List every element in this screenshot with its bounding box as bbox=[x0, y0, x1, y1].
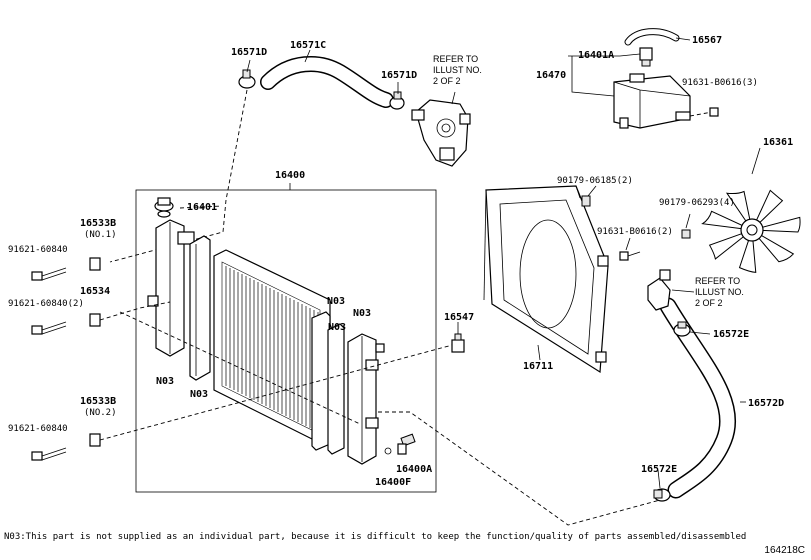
label-16571D-left: 16571D bbox=[231, 47, 268, 58]
bolt-91631-B0616-shroud bbox=[619, 251, 641, 261]
left-tank-gasket bbox=[189, 235, 211, 381]
thermostat-housing bbox=[411, 91, 471, 167]
label-16533B-no2: 16533B bbox=[80, 396, 117, 407]
fan-shroud-16711 bbox=[483, 185, 609, 374]
label-N03-a: N03 bbox=[156, 376, 175, 387]
footer-note: N03:This part is not supplied as an indi… bbox=[4, 532, 747, 542]
drain-o-ring-16400F bbox=[384, 447, 392, 455]
label-16400: 16400 bbox=[275, 170, 306, 181]
label-16533B-no1-sub: (NO.1) bbox=[84, 230, 117, 240]
label-N03-d: N03 bbox=[353, 308, 372, 319]
hose-clamp-16571D-left bbox=[238, 69, 256, 89]
bolt-91621-60840-c bbox=[31, 447, 67, 461]
label-16470: 16470 bbox=[536, 70, 567, 81]
label-91621-60840-2: 91621-60840(2) bbox=[8, 299, 84, 309]
bolt-91631-B0616-reservoir bbox=[709, 107, 719, 117]
bushing-16533B-no2 bbox=[89, 433, 101, 447]
label-16401: 16401 bbox=[187, 202, 218, 213]
plug-16547 bbox=[451, 333, 465, 353]
label-91621-60840-a: 91621-60840 bbox=[8, 245, 68, 255]
hose-clamp-16571D-right bbox=[389, 91, 405, 110]
drain-cock-16400A bbox=[397, 433, 416, 455]
cooling-fan-16361 bbox=[701, 189, 801, 273]
radiator-core bbox=[213, 249, 331, 443]
radiator-left-tank bbox=[147, 219, 195, 357]
label-16400F: 16400F bbox=[375, 477, 412, 488]
clip-90179-06185 bbox=[581, 195, 591, 207]
radiator-assembly-frame bbox=[135, 189, 437, 493]
label-16572D: 16572D bbox=[748, 398, 785, 409]
label-91631-B0616-2: 91631-B0616(2) bbox=[597, 227, 673, 237]
label-16534: 16534 bbox=[80, 286, 111, 297]
label-N03-c: N03 bbox=[327, 296, 346, 307]
label-16572E-lower: 16572E bbox=[641, 464, 678, 475]
reservoir-cap-16401A bbox=[639, 47, 653, 67]
label-16567: 16567 bbox=[692, 35, 723, 46]
nut-90179-06293 bbox=[681, 229, 691, 239]
label-N03-b: N03 bbox=[190, 389, 209, 400]
radiator-cap-16401 bbox=[154, 197, 174, 218]
lower-hose-16572D bbox=[659, 297, 737, 499]
bushing-16534 bbox=[89, 313, 101, 327]
label-90179-06185-2: 90179-06185(2) bbox=[557, 176, 633, 186]
radiator-right-tank bbox=[347, 333, 385, 465]
label-90179-06293-4: 90179-06293(4) bbox=[659, 198, 735, 208]
label-16533B-no2-sub: (NO.2) bbox=[84, 408, 117, 418]
bushing-16533B-no1 bbox=[89, 257, 101, 271]
bolt-91621-60840-b bbox=[31, 321, 67, 335]
bolt-91621-60840-a bbox=[31, 267, 67, 281]
label-16401A: 16401A bbox=[578, 50, 615, 61]
label-N03-e: N03 bbox=[328, 322, 347, 333]
label-16571D-right: 16571D bbox=[381, 70, 418, 81]
hose-clamp-16572E-lower bbox=[653, 488, 671, 502]
reservoir-tank-16470 bbox=[613, 73, 691, 129]
drawing-code: 164218C bbox=[764, 545, 805, 556]
label-16400A: 16400A bbox=[396, 464, 433, 475]
label-16361: 16361 bbox=[763, 137, 794, 148]
label-16533B-no1: 16533B bbox=[80, 218, 117, 229]
label-91621-60840-c: 91621-60840 bbox=[8, 424, 68, 434]
label-91631-B0616-3: 91631-B0616(3) bbox=[682, 78, 758, 88]
right-tank-seal bbox=[327, 323, 345, 455]
label-16547: 16547 bbox=[444, 312, 475, 323]
label-16571C: 16571C bbox=[290, 40, 327, 51]
water-inlet bbox=[647, 269, 671, 311]
upper-hose-16571C bbox=[260, 56, 394, 108]
label-16572E-upper: 16572E bbox=[713, 329, 750, 340]
label-16711: 16711 bbox=[523, 361, 554, 372]
hose-clamp-16572E-upper bbox=[673, 321, 691, 337]
